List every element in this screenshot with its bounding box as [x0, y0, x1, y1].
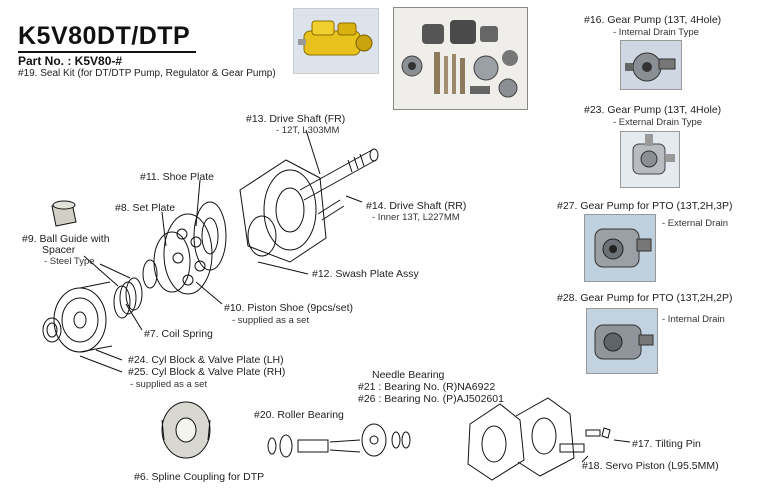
gear-pump-28-photo	[586, 308, 658, 374]
leader-25	[79, 355, 123, 373]
title-underline	[18, 51, 196, 53]
leader-10	[195, 281, 223, 305]
shoe-plate-drawing	[193, 201, 227, 271]
leader-8	[161, 211, 167, 247]
coil-spring-drawing	[113, 259, 158, 319]
roller-bearing-drawing	[267, 423, 411, 458]
ball-guide-label: #9. Ball Guide with	[22, 233, 110, 245]
leader-14	[345, 195, 363, 203]
pump-photo-yellow	[293, 8, 379, 74]
gear-pump-16-sub: - Internal Drain Type	[613, 27, 699, 38]
leader-12	[257, 261, 309, 275]
leader-9	[83, 255, 131, 287]
leader-7	[125, 303, 143, 331]
gear-pump-28-label: #28. Gear Pump for PTO (13T,2H,2P)	[557, 292, 733, 304]
drive-shaft-fr-sub: - 12T, L303MM	[276, 125, 340, 136]
spline-coupling-label: #6. Spline Coupling for DTP	[134, 471, 265, 483]
page-title: K5V80DT/DTP	[18, 22, 191, 50]
spline-coupling-drawing	[161, 401, 211, 459]
tilting-pin-label: #17. Tilting Pin	[632, 438, 701, 450]
gear-pump-27-sub: - External Drain	[662, 218, 728, 229]
gear-pump-23-photo	[620, 131, 680, 188]
ball-guide-label-2: Spacer	[42, 244, 76, 256]
gear-pump-16-label: #16. Gear Pump (13T, 4Hole)	[584, 14, 722, 26]
cyl-block-rh-label: #25. Cyl Block & Valve Plate (RH)	[128, 366, 286, 378]
needle-bearing-label: Needle Bearing	[372, 369, 445, 381]
gear-pump-27-label: #27. Gear Pump for PTO (13T,2H,3P)	[557, 200, 733, 212]
needle-bearing-26: #26 : Bearing No. (P)AJ502601	[358, 393, 504, 405]
cylinder-block-drawing	[42, 281, 113, 353]
leader-18	[581, 455, 589, 463]
gear-pump-28-sub: - Internal Drain	[662, 314, 725, 325]
drive-shaft-rr-sub: - Inner 13T, L227MM	[372, 212, 460, 223]
part-number: Part No. : K5V80-#	[18, 54, 123, 68]
shoe-plate-label: #11. Shoe Plate	[140, 171, 214, 183]
gear-pump-23-label: #23. Gear Pump (13T, 4Hole)	[584, 104, 722, 116]
leader-17	[613, 439, 631, 443]
coil-spring-label: #7. Coil Spring	[144, 328, 213, 340]
leader-11	[195, 179, 201, 227]
gear-pump-16-photo	[620, 40, 682, 90]
ball-guide-sub: - Steel Type	[44, 256, 95, 267]
drive-shaft-rr-label: #14. Drive Shaft (RR)	[366, 200, 467, 212]
gear-pump-27-photo	[584, 214, 656, 282]
leader-13	[305, 129, 321, 175]
set-plate-label: #8. Set Plate	[115, 202, 176, 214]
ball-guide-drawing	[51, 200, 77, 227]
drive-shaft-drawing	[299, 148, 379, 221]
seal-kit-label: #19. Seal Kit (for DT/DTP Pump, Regulato…	[18, 68, 276, 79]
swash-plate-label: #12. Swash Plate Assy	[312, 268, 419, 280]
leader-24	[95, 349, 123, 361]
servo-piston-label: #18. Servo Piston (L95.5MM)	[582, 460, 719, 472]
piston-shoe-label: #10. Piston Shoe (9pcs/set)	[224, 302, 353, 314]
regulator-housing-drawing	[467, 397, 611, 481]
needle-bearing-21: #21 : Bearing No. (R)NA6922	[358, 381, 496, 393]
disassembled-parts-photo	[393, 7, 528, 110]
swash-plate-drawing	[239, 159, 327, 263]
cyl-block-lh-label: #24. Cyl Block & Valve Plate (LH)	[128, 354, 284, 366]
cyl-block-sub: - supplied as a set	[130, 379, 208, 390]
gear-pump-23-sub: - External Drain Type	[613, 117, 703, 128]
roller-bearing-label: #20. Roller Bearing	[254, 409, 344, 421]
drive-shaft-fr-label: #13. Drive Shaft (FR)	[246, 113, 346, 125]
piston-shoe-sub: - supplied as a set	[232, 315, 310, 326]
